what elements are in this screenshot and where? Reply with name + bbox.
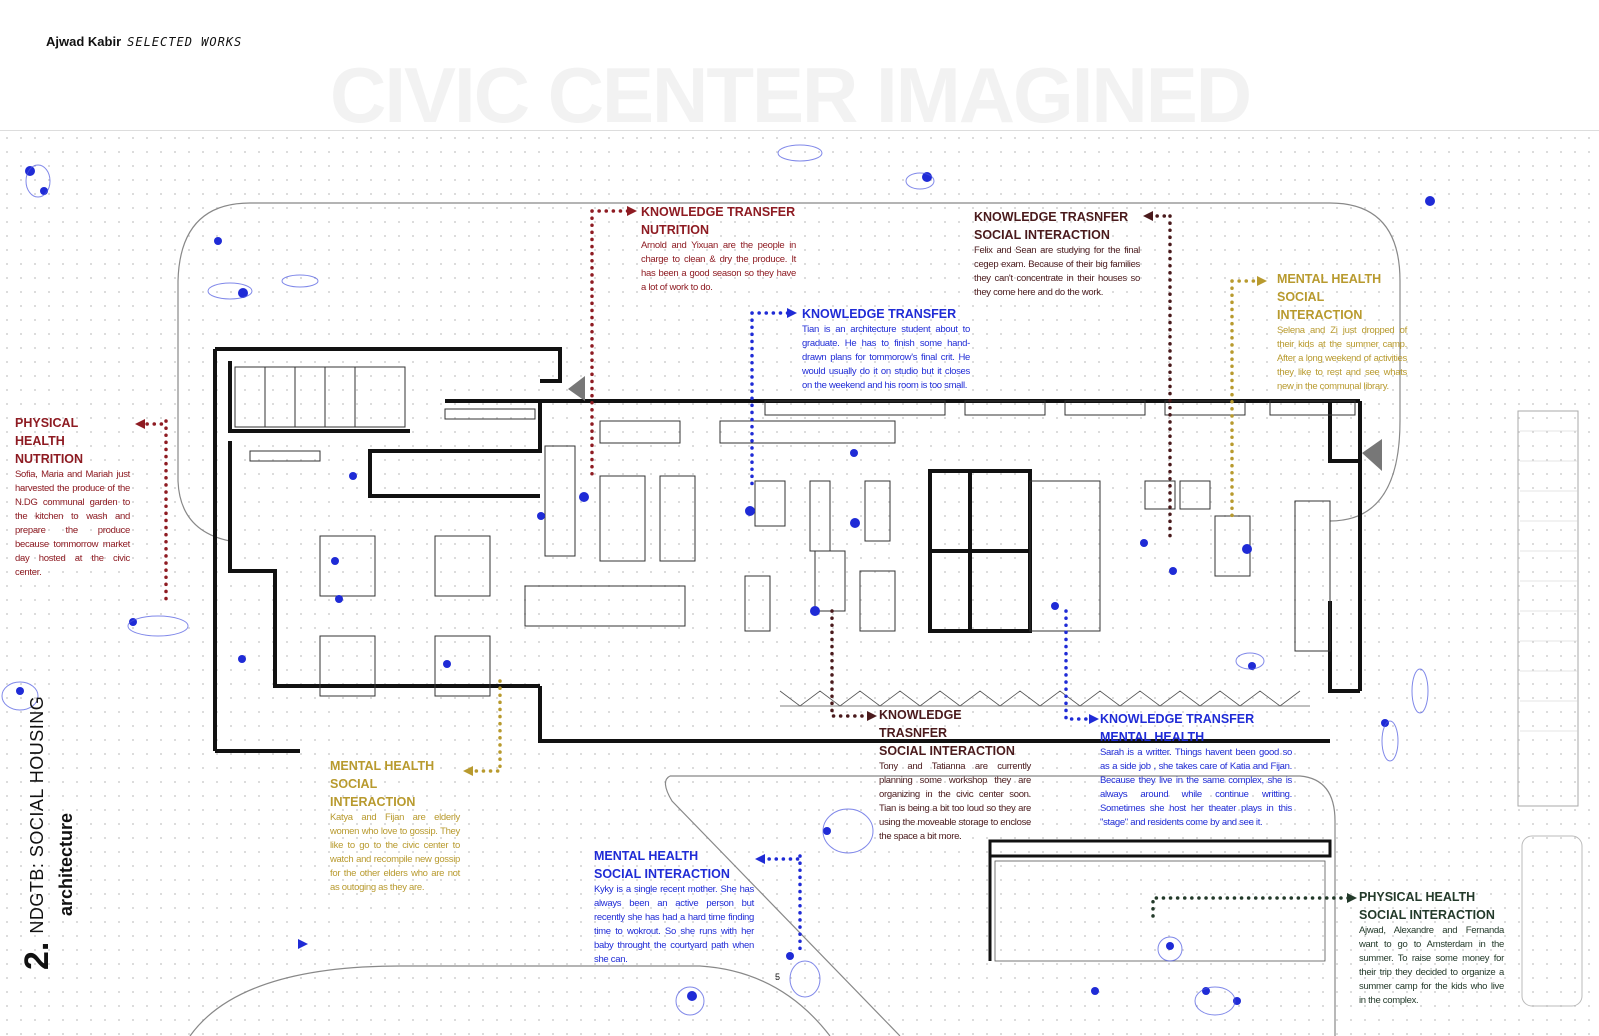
author-name: Ajwad Kabir: [46, 34, 122, 49]
floor-plan-drawing: [1, 144, 1583, 1036]
annotation-mental-social-left: MENTAL HEALTH SOCIAL INTERACTION Katya a…: [330, 757, 460, 895]
leader-arrowheads: [135, 206, 1357, 949]
annotation-subheading: SOCIAL INTERACTION: [594, 867, 730, 881]
page-title: CIVIC CENTER IMAGINED: [330, 51, 1252, 139]
project-side-label: 2. NDGTB: SOCIAL HOUSING architecture: [18, 695, 76, 970]
project-name: NDGTB: SOCIAL HOUSING: [27, 695, 47, 934]
entry-arrow-right: [1362, 439, 1382, 471]
annotation-text: Katya and Fijan are elderly women who lo…: [330, 812, 460, 893]
annotation-subheading: SOCIAL INTERACTION: [974, 228, 1110, 242]
entry-arrow-left: [568, 376, 585, 401]
path-edge: [664, 775, 901, 1036]
annotation-heading: KNOWLEDGE TRANSFER: [802, 307, 957, 321]
annotation-heading: MENTAL HEALTH: [330, 759, 435, 773]
annotation-text: Sarah is a writter. Things havent been g…: [1100, 747, 1292, 828]
annotation-text: Kyky is a single recent mother. She has …: [594, 884, 754, 965]
courtyard-outline: [670, 775, 1336, 1036]
annotation-heading: PHYSICAL HEALTH: [15, 416, 78, 448]
annotation-text: Arnold and Yixuan are the people in char…: [641, 240, 796, 293]
annotation-text: Tian is an architecture student about to…: [802, 324, 970, 391]
project-number: 2.: [18, 941, 56, 970]
annotation-heading: PHYSICAL HEALTH: [1359, 890, 1476, 904]
annotation-heading: MENTAL HEALTH: [1277, 272, 1382, 286]
annotation-subheading: SOCIAL INTERACTION: [1277, 290, 1363, 322]
annotation-knowledge-mental: KNOWLEDGE TRANSFER MENTAL HEALTH Sarah i…: [1100, 710, 1292, 830]
site-outline-top: [250, 202, 1401, 522]
plan-sheet: PHYSICAL HEALTH NUTRITION Sofia, Maria a…: [0, 130, 1599, 1036]
annotation-heading: MENTAL HEALTH: [594, 849, 699, 863]
annotation-mental-social-right: MENTAL HEALTH SOCIAL INTERACTION Selena …: [1277, 270, 1407, 394]
annotation-heading: KNOWLEDGE TRANSFER: [1100, 712, 1255, 726]
annotation-text: Tony and Tatianna are currently planning…: [879, 761, 1031, 842]
bottom-outline: [189, 965, 831, 1036]
annotation-text: Ajwad, Alexandre and Fernanda want to go…: [1359, 925, 1504, 1006]
annotation-knowledge-transfer: KNOWLEDGE TRANSFER Tian is an architectu…: [802, 305, 970, 393]
annotation-heading: KNOWLEDGE TRANSFER: [641, 205, 796, 219]
project-discipline: architecture: [56, 812, 76, 916]
annotation-text: Felix and Sean are studying for the fina…: [974, 245, 1140, 298]
annotation-knowledge-social-top: KNOWLEDGE TRASNFER SOCIAL INTERACTION Fe…: [974, 208, 1140, 300]
annotation-text: Selena and Zi just dropped of their kids…: [1277, 325, 1407, 392]
annotation-subheading: SOCIAL INTERACTION: [879, 744, 1015, 758]
annotation-physical-nutrition: PHYSICAL HEALTH NUTRITION Sofia, Maria a…: [15, 414, 130, 580]
site-outline-left: [177, 202, 251, 542]
neighbor-building: [1517, 410, 1579, 807]
annotation-heading: KNOWLEDGE TRASNFER: [879, 708, 962, 740]
annotation-subheading: MENTAL HEALTH: [1100, 730, 1205, 744]
annotation-subheading: SOCIAL INTERACTION: [330, 777, 416, 809]
annotation-knowledge-social-bottom: KNOWLEDGE TRASNFER SOCIAL INTERACTION To…: [879, 706, 1031, 844]
annotation-heading: KNOWLEDGE TRASNFER: [974, 210, 1129, 224]
annotation-subheading: NUTRITION: [641, 223, 710, 237]
header-subtitle: SELECTED WORKS: [127, 35, 243, 49]
annotation-subheading: NUTRITION: [15, 452, 84, 466]
page-number: 5: [775, 972, 781, 982]
annotation-mental-social-bottom: MENTAL HEALTH SOCIAL INTERACTION Kyky is…: [594, 847, 754, 967]
annotation-text: Sofia, Maria and Mariah just harvested t…: [15, 469, 130, 578]
annotation-physical-social: PHYSICAL HEALTH SOCIAL INTERACTION Ajwad…: [1359, 888, 1504, 1008]
page-header: Ajwad Kabir SELECTED WORKS: [46, 34, 242, 49]
annotation-knowledge-nutrition: KNOWLEDGE TRANSFER NUTRITION Arnold and …: [641, 203, 796, 295]
annotation-subheading: SOCIAL INTERACTION: [1359, 908, 1495, 922]
building-walls: [213, 347, 1362, 753]
neighbor-block: [1521, 835, 1583, 1007]
lower-building: [988, 839, 1332, 961]
